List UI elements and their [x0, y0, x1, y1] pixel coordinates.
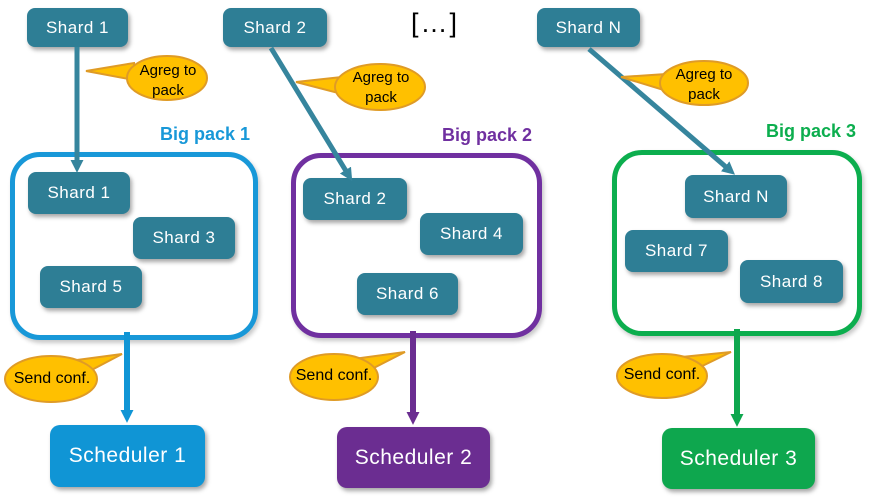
pack2-shard-2: Shard 2 — [303, 178, 407, 220]
source-shard-n: Shard N — [537, 8, 640, 47]
pack2-shard-6: Shard 6 — [357, 273, 458, 315]
pack3-shard-8: Shard 8 — [740, 260, 843, 303]
pack1-shard-1: Shard 1 — [28, 172, 130, 214]
pack1-shard-5: Shard 5 — [40, 266, 142, 308]
send-callout-label-2: Send conf. — [295, 367, 373, 384]
pack2-shard-4: Shard 4 — [420, 213, 523, 255]
pack3-shard-n: Shard N — [685, 175, 787, 218]
source-shard-1: Shard 1 — [27, 8, 128, 47]
scheduler-3: Scheduler 3 — [662, 428, 815, 489]
agreg-callout-label-2: Agreg to pack — [352, 69, 410, 106]
scheduler-1: Scheduler 1 — [50, 425, 205, 487]
agreg-callout-label-3: Agreg to pack — [675, 66, 733, 103]
big-pack-2-label: Big pack 2 — [441, 125, 532, 145]
send-callout-label-1: Send conf. — [13, 370, 91, 387]
source-shard-2: Shard 2 — [223, 8, 327, 47]
send-callout-label-3: Send conf. — [623, 366, 701, 383]
big-pack-3-label: Big pack 3 — [765, 121, 856, 141]
more-shards-ellipsis: […] — [410, 8, 459, 38]
pack1-shard-3: Shard 3 — [133, 217, 235, 259]
agreg-callout-label-1: Agreg to pack — [139, 62, 197, 99]
pack3-shard-7: Shard 7 — [625, 230, 728, 272]
scheduler-2: Scheduler 2 — [337, 427, 490, 488]
big-pack-1-label: Big pack 1 — [159, 124, 250, 144]
